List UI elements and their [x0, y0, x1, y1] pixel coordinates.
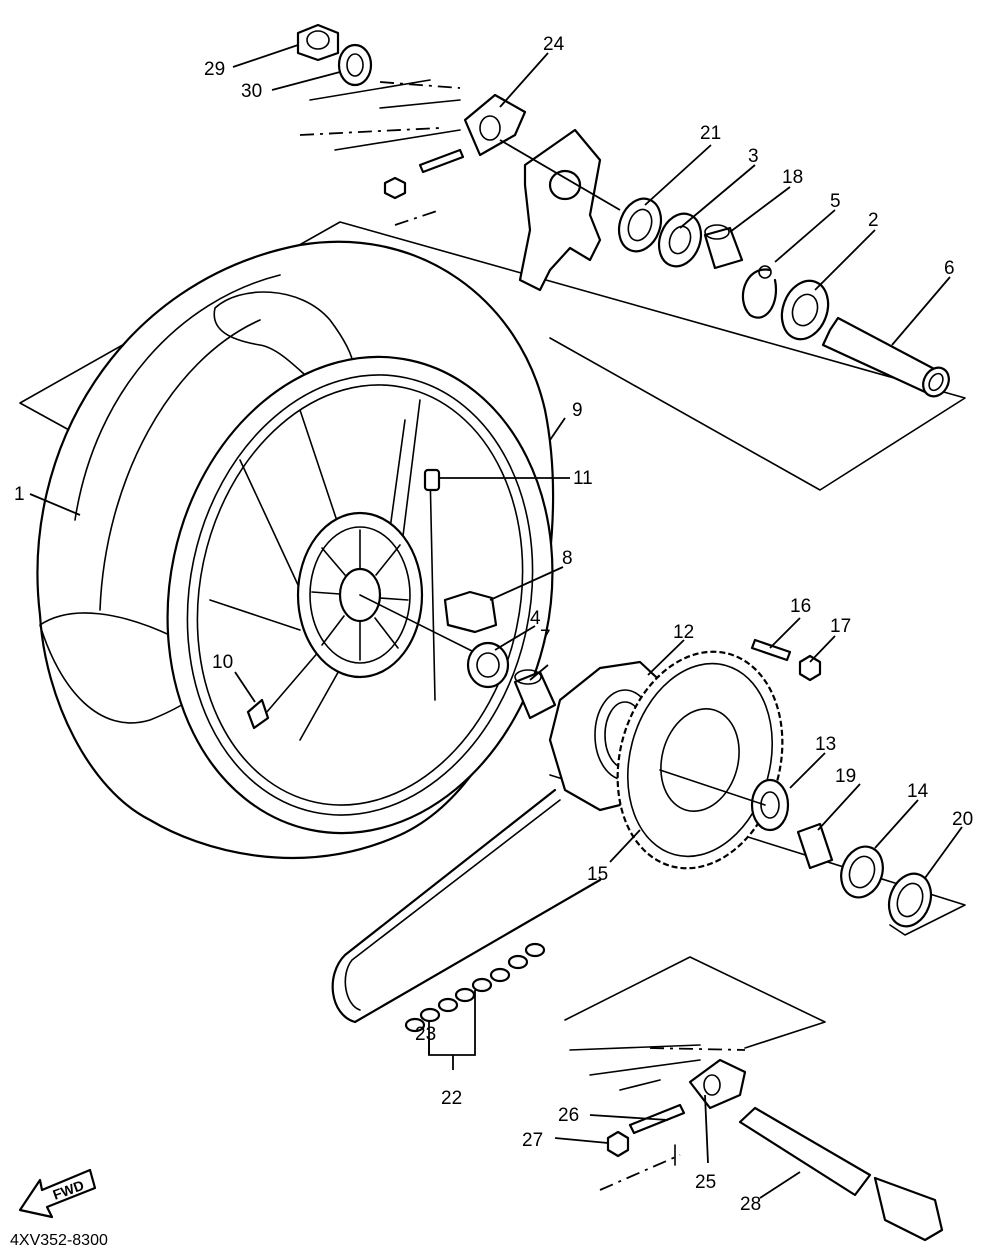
callout-23: 23: [415, 1024, 436, 1045]
left-axle-parts: [296, 23, 621, 292]
sprocket-assembly: [466, 638, 933, 928]
callout-3: 3: [748, 146, 759, 167]
callout-28: 28: [740, 1194, 761, 1215]
callout-4: 4: [530, 608, 541, 629]
callout-25: 25: [695, 1172, 716, 1193]
reference-plane-lines: [19, 221, 966, 1049]
callout-2: 2: [868, 210, 879, 231]
callout-10: 10: [212, 652, 233, 673]
right-hub-bearing-parts: [617, 197, 950, 398]
callout-22: 22: [441, 1088, 462, 1109]
callout-labels: 1 2 3 4 5 6 7 8 9 10 11 12 13 14 15 16 1…: [14, 34, 973, 1215]
callout-29: 29: [204, 59, 225, 80]
callout-26: 26: [558, 1105, 579, 1126]
callout-18: 18: [782, 167, 803, 188]
callout-14: 14: [907, 781, 929, 802]
callout-13: 13: [815, 734, 836, 755]
callout-17: 17: [830, 616, 851, 637]
callout-19: 19: [835, 766, 856, 787]
callout-27: 27: [522, 1130, 543, 1151]
callout-16: 16: [790, 596, 811, 617]
fwd-arrow-icon: FWD: [18, 1168, 97, 1219]
diagram-code: 4XV352-8300: [10, 1232, 108, 1249]
callout-15: 15: [587, 864, 608, 885]
callout-30: 30: [241, 81, 262, 102]
callout-24: 24: [543, 34, 565, 55]
rear-tire-and-wheel: [36, 240, 555, 860]
callout-9: 9: [572, 400, 583, 421]
callout-21: 21: [700, 123, 721, 144]
callout-leader-lines: [29, 44, 963, 1199]
drive-chain: [331, 788, 602, 1033]
callout-8: 8: [562, 548, 573, 569]
callout-20: 20: [952, 809, 973, 830]
right-axle-parts: [569, 1044, 944, 1242]
callout-6: 6: [944, 258, 955, 279]
callout-7: 7: [540, 627, 551, 648]
callout-11: 11: [573, 468, 593, 489]
callout-12: 12: [673, 622, 694, 643]
callout-1: 1: [14, 484, 25, 505]
callout-5: 5: [830, 191, 841, 212]
